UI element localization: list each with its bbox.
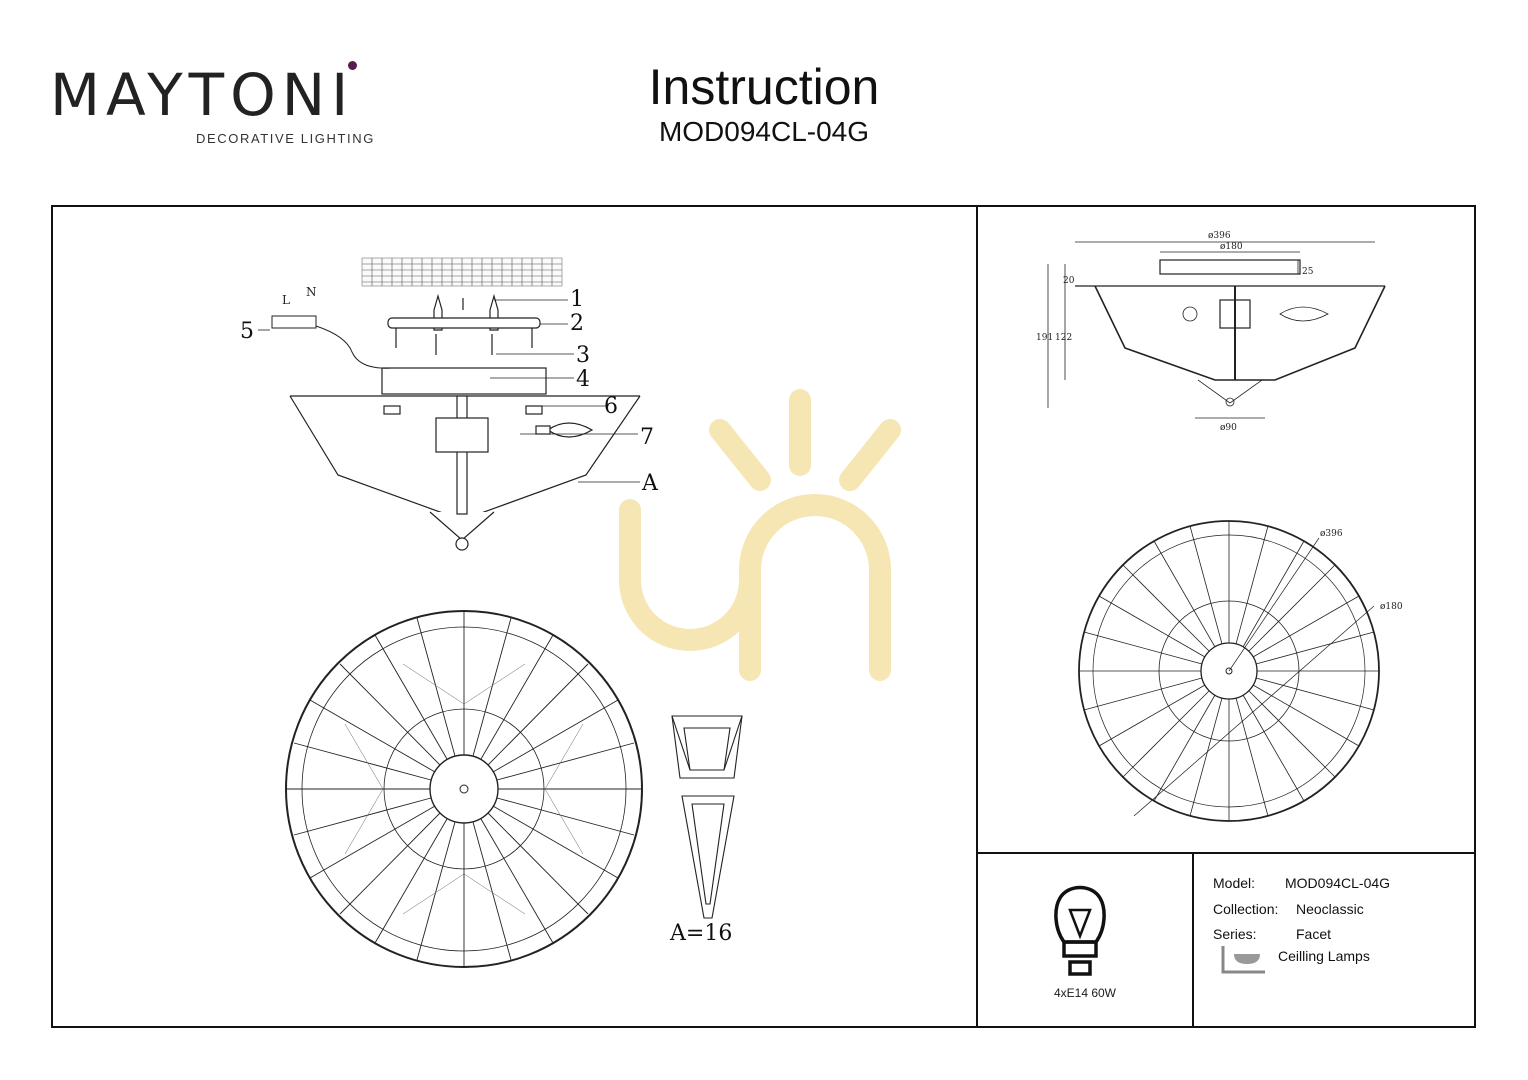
callout-6: 6: [604, 394, 618, 419]
center-stem: [456, 395, 468, 515]
callout-a: A: [641, 471, 659, 496]
bulb-icon: [1054, 885, 1106, 976]
callout-1: 1: [570, 287, 584, 312]
socket-housing: [435, 417, 489, 453]
drawing-frame: [51, 205, 1476, 1028]
part-count-label: A=16: [669, 921, 732, 946]
dim-plan-inner: ø180: [1380, 602, 1403, 612]
page-model-number: MOD094CL-04G: [658, 116, 870, 147]
brand-tagline: DECORATIVE LIGHTING: [196, 131, 375, 146]
collection-label: Collection:: [1213, 901, 1279, 917]
callout-5: 5: [240, 319, 254, 344]
plan-view-diagram: [285, 610, 643, 968]
ceiling-hatch: [361, 257, 563, 287]
dim-plan-outer: ø396: [1320, 529, 1343, 539]
watermark-logo: [619, 389, 901, 681]
side-dimension-diagram: ø396 ø180 25 20 191 122 ø90: [1036, 231, 1386, 433]
mounting-bar: [387, 317, 541, 329]
dim-canopy-height: 25: [1302, 267, 1314, 277]
bulb: [546, 422, 594, 438]
model-value: MOD094CL-04G: [1285, 875, 1391, 891]
callout-7: 7: [640, 425, 654, 450]
series-label: Series:: [1213, 926, 1257, 942]
frame-divider-horizontal: [976, 852, 1476, 854]
plan-dimension-diagram: ø396 ø180: [1078, 520, 1403, 822]
logo-accent-dot: [348, 61, 357, 70]
lamp-spec: 4xE14 60W: [1053, 986, 1117, 1000]
frame-divider-vertical: [976, 205, 978, 1028]
dim-rim-offset: 20: [1063, 276, 1075, 286]
dim-top-diameter: ø396: [1208, 231, 1231, 241]
brand-logo: MAYTONI: [50, 61, 355, 129]
page-title: Instruction: [648, 59, 880, 115]
wire-label-n: N: [306, 285, 317, 299]
collection-value: Neoclassic: [1296, 901, 1364, 917]
dim-body-height: 122: [1055, 333, 1072, 343]
model-label: Model:: [1213, 875, 1256, 891]
wire-label-l: L: [282, 293, 290, 307]
callout-3: 3: [576, 343, 590, 368]
assembly-diagram: 1 2 3 4 5 6 7 A L N: [240, 257, 659, 551]
dim-inner-diameter: ø180: [1220, 242, 1243, 252]
ceiling-lamp-icon: [1221, 946, 1265, 974]
crystal-element-detail: A=16: [669, 715, 743, 946]
dim-finial-diameter: ø90: [1220, 423, 1237, 433]
callout-4: 4: [576, 367, 590, 392]
dim-total-height: 191: [1036, 333, 1053, 343]
callout-2: 2: [570, 311, 584, 336]
type-value: Ceilling Lamps: [1278, 948, 1370, 964]
wiring-block: [271, 315, 393, 369]
series-value: Facet: [1296, 926, 1332, 942]
spec-divider: [1192, 852, 1194, 1028]
canopy: [381, 367, 547, 395]
